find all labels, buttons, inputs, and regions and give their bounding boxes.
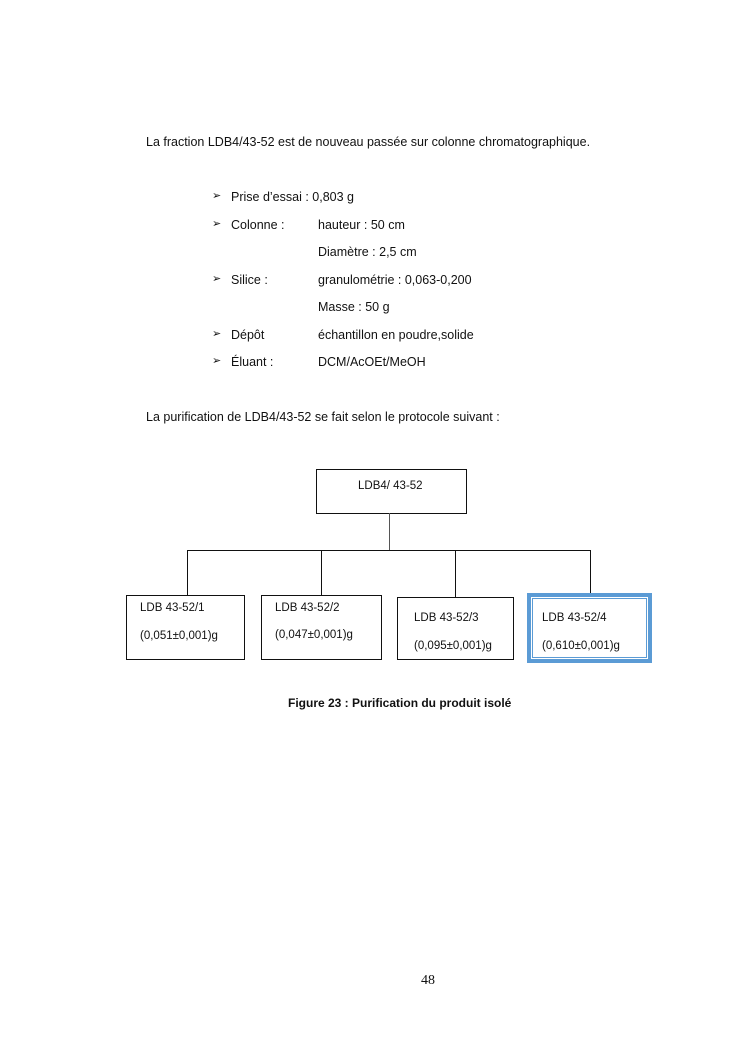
- child-node-name: LDB 43-52/1: [140, 602, 205, 614]
- connector-line: [389, 513, 390, 550]
- connector-line: [455, 550, 456, 597]
- child-node-name: LDB 43-52/3: [414, 612, 479, 624]
- depot-value: échantillon en poudre,solide: [318, 328, 474, 342]
- child-node-mass: (0,051±0,001)g: [140, 630, 218, 642]
- colonne-diametre: Diamètre : 2,5 cm: [318, 245, 417, 259]
- colonne-hauteur: hauteur : 50 cm: [318, 218, 405, 232]
- bullet-prise-essai: Prise d’essai : 0,803 g: [231, 190, 354, 204]
- bullet-silice-label: Silice :: [231, 273, 268, 287]
- connector-line: [187, 550, 591, 551]
- child-node-2: LDB 43-52/2 (0,047±0,001)g: [261, 595, 382, 660]
- arrowhead-bullet-icon: ➢: [212, 190, 222, 202]
- arrowhead-bullet-icon: ➢: [212, 355, 222, 367]
- child-node-3: LDB 43-52/3 (0,095±0,001)g: [397, 597, 514, 660]
- eluant-value: DCM/AcOEt/MeOH: [318, 355, 426, 369]
- root-node: LDB4/ 43-52: [316, 469, 467, 514]
- bullet-eluant-label: Éluant :: [231, 355, 274, 369]
- intro-paragraph: La fraction LDB4/43-52 est de nouveau pa…: [146, 135, 591, 149]
- root-node-label: LDB4/ 43-52: [358, 480, 423, 492]
- child-node-mass: (0,095±0,001)g: [414, 640, 492, 652]
- connector-line: [187, 550, 188, 596]
- child-node-4-highlighted: LDB 43-52/4 (0,610±0,001)g: [527, 593, 652, 663]
- arrowhead-bullet-icon: ➢: [212, 273, 222, 285]
- silice-granulometrie: granulométrie : 0,063-0,200: [318, 273, 472, 287]
- page-number: 48: [421, 973, 435, 988]
- arrowhead-bullet-icon: ➢: [212, 328, 222, 340]
- figure-caption: Figure 23 : Purification du produit isol…: [288, 696, 512, 710]
- silice-masse: Masse : 50 g: [318, 300, 390, 314]
- child-node-1: LDB 43-52/1 (0,051±0,001)g: [126, 595, 245, 660]
- arrowhead-bullet-icon: ➢: [212, 218, 222, 230]
- child-node-mass: (0,610±0,001)g: [542, 640, 620, 652]
- child-node-name: LDB 43-52/4: [542, 612, 607, 624]
- child-node-mass: (0,047±0,001)g: [275, 629, 353, 641]
- protocol-paragraph: La purification de LDB4/43-52 se fait se…: [146, 410, 500, 424]
- connector-line: [590, 550, 591, 594]
- bullet-depot-label: Dépôt: [231, 328, 265, 342]
- bullet-colonne-label: Colonne :: [231, 218, 285, 232]
- connector-line: [321, 550, 322, 596]
- child-node-name: LDB 43-52/2: [275, 602, 340, 614]
